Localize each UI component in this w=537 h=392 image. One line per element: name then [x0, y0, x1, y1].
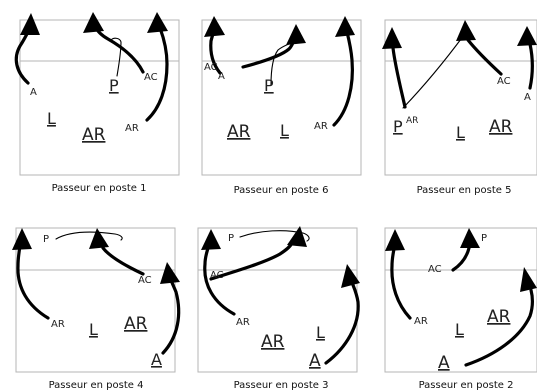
panel-caption: Passeur en poste 1	[52, 183, 147, 194]
movement-arrow	[464, 288, 534, 367]
player-label: P	[228, 233, 234, 244]
panel-poste-2: P AC AR L AR A Passeur en poste 2	[384, 227, 537, 391]
player-label: AR	[227, 122, 251, 142]
player-label: A	[524, 92, 531, 103]
player-label: P	[43, 234, 49, 245]
player-label: AR	[124, 314, 148, 334]
court-outline	[19, 19, 180, 176]
set-path	[239, 230, 310, 242]
arrow-head	[83, 12, 104, 33]
player-label: P	[481, 233, 487, 244]
movement-arrow	[161, 278, 181, 355]
set-path	[270, 37, 300, 86]
movement-arrow	[101, 246, 145, 276]
arrow-head	[147, 12, 168, 33]
arrow-head	[20, 13, 40, 35]
player-label: AC	[428, 264, 442, 275]
player-label: L	[280, 121, 289, 140]
panel-poste-6: AC A P AR L AR Passeur en poste 6	[201, 16, 362, 196]
player-label: P	[264, 76, 274, 95]
arrow-head	[385, 229, 405, 251]
arrow-head	[341, 264, 360, 288]
player-label: A	[151, 350, 162, 369]
set-path	[110, 37, 122, 77]
player-label: AC	[138, 275, 152, 286]
set-path	[55, 231, 123, 241]
court-outline	[15, 227, 176, 373]
player-label: AR	[487, 307, 511, 327]
court-outline	[201, 19, 362, 176]
arrow-head	[12, 228, 32, 250]
player-label: L	[47, 109, 56, 128]
player-label: AC	[497, 76, 511, 87]
movement-arrow	[14, 26, 32, 85]
player-label: AR	[489, 117, 513, 137]
player-label: P	[393, 117, 403, 136]
panel-caption: Passeur en poste 6	[234, 185, 329, 196]
set-path	[402, 34, 465, 109]
set-point	[297, 36, 303, 42]
movement-arrow	[324, 283, 360, 365]
player-label: L	[456, 123, 465, 142]
player-label: P	[109, 76, 119, 95]
arrow-head	[456, 20, 476, 41]
movement-arrow	[451, 246, 471, 272]
panel-caption: Passeur en poste 5	[417, 185, 512, 196]
movement-arrow	[466, 38, 503, 76]
player-label: AR	[406, 116, 418, 126]
player-label: L	[316, 323, 325, 342]
movement-arrow	[16, 244, 50, 320]
player-label: AR	[236, 317, 250, 328]
arrow-head	[382, 27, 402, 49]
arrow-head	[460, 228, 480, 248]
movement-arrow	[391, 46, 407, 109]
player-label: AR	[82, 125, 106, 145]
panel-caption: Passeur en poste 4	[49, 380, 144, 391]
panel-caption: Passeur en poste 3	[234, 380, 329, 391]
arrow-head	[160, 262, 180, 284]
movement-arrow	[209, 241, 294, 281]
player-label: AC	[204, 62, 218, 73]
player-label: A	[438, 353, 450, 373]
arrow-head	[520, 267, 537, 292]
player-label: AR	[51, 319, 65, 330]
player-label: A	[309, 351, 321, 371]
court-outline	[384, 227, 537, 373]
arrow-head	[201, 229, 221, 250]
arrow-head	[287, 226, 307, 247]
player-label: AR	[414, 316, 428, 327]
movement-arrow	[145, 26, 169, 122]
movement-arrow	[528, 42, 534, 90]
player-label: L	[455, 320, 464, 339]
panel-poste-4: P AC AR L AR A Passeur en poste 4	[12, 227, 181, 391]
movement-arrow	[241, 38, 296, 69]
panel-poste-1: A P AC L AR AR Passeur en poste 1	[14, 12, 180, 194]
arrow-head	[204, 16, 225, 37]
arrow-head	[335, 16, 355, 37]
player-label: L	[89, 320, 98, 339]
court-outline	[384, 19, 537, 176]
player-label: AC	[144, 72, 158, 83]
arrow-head	[286, 24, 306, 45]
arrow-head	[517, 26, 537, 46]
player-label: AR	[125, 123, 139, 134]
panel-caption: Passeur en poste 2	[419, 380, 514, 391]
movement-arrow	[203, 246, 236, 316]
panel-poste-3: P AC AR L AR A Passeur en poste 3	[197, 226, 360, 391]
player-label: AR	[314, 121, 328, 132]
player-label: AC	[210, 270, 224, 281]
player-label: AR	[261, 332, 285, 352]
arrow-head	[89, 228, 109, 249]
movement-arrow	[332, 30, 354, 127]
player-label: A	[218, 71, 225, 82]
panel-poste-5: AC A P AR L AR Passeur en poste 5	[382, 19, 537, 196]
movement-arrow	[390, 247, 412, 320]
player-label: A	[30, 87, 37, 98]
